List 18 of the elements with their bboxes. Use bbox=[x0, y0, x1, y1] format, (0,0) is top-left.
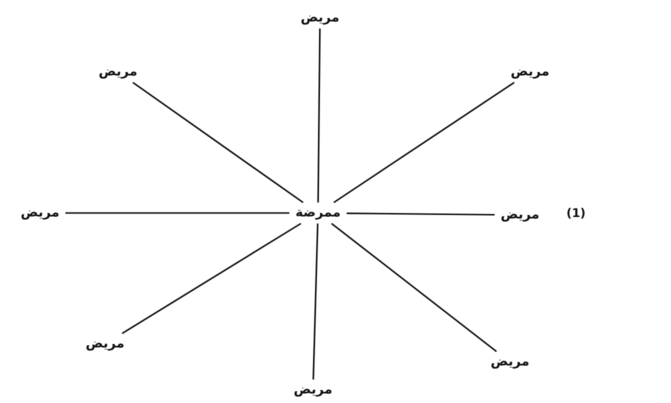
connector-line bbox=[331, 222, 497, 352]
connector-line bbox=[317, 28, 321, 202]
outer-label: مريض bbox=[494, 204, 546, 226]
outer-label: مريض bbox=[92, 62, 144, 82]
connector-line bbox=[122, 222, 302, 334]
connector-line bbox=[333, 82, 515, 204]
outer-label: مريض bbox=[80, 334, 130, 354]
outer-label: مريض bbox=[14, 202, 66, 224]
outer-label: مريض bbox=[484, 352, 536, 372]
connector-line bbox=[312, 223, 318, 380]
center-label: ممرضة bbox=[289, 202, 347, 224]
connector-line bbox=[65, 212, 290, 214]
connector-line bbox=[132, 82, 304, 204]
outer-label: مريض bbox=[504, 62, 556, 82]
outer-label: مريض bbox=[294, 8, 346, 28]
outer-label: مريض bbox=[288, 380, 338, 400]
connector-line bbox=[346, 212, 495, 216]
footnote-mark: (1) bbox=[566, 206, 586, 220]
